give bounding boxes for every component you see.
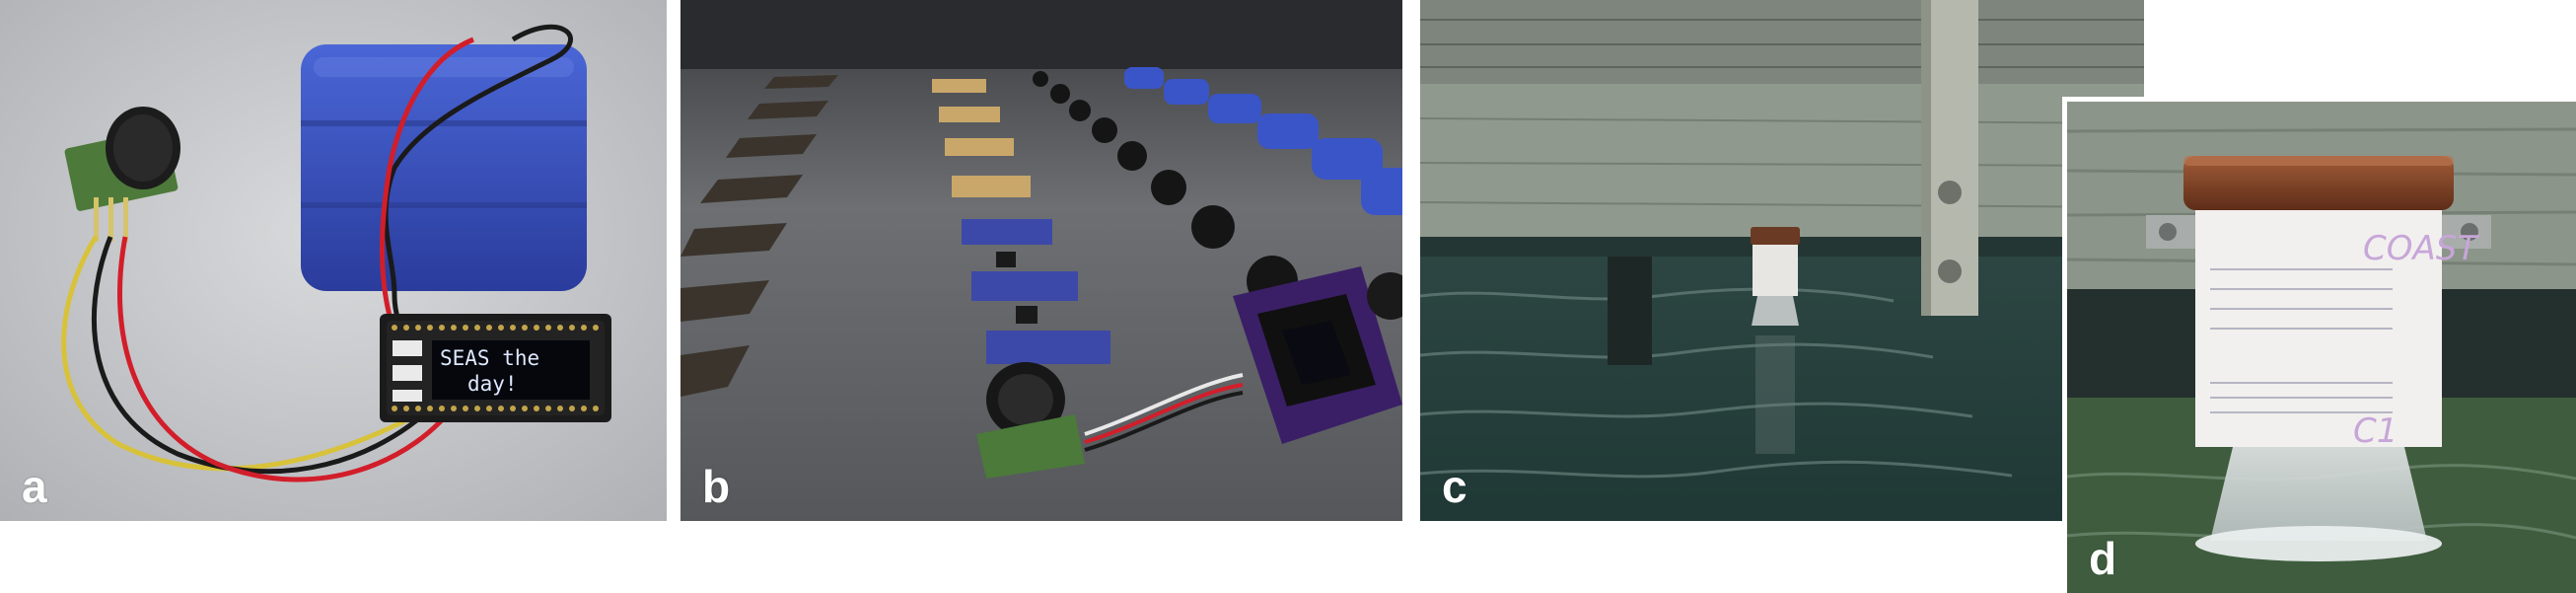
panel-b-assembly-rows-photo: b (680, 0, 1402, 521)
panel-a-sensor-prototype-photo: SEAS the day! a (0, 0, 667, 521)
board-row-middle (932, 79, 1110, 364)
panel-label-b: b (702, 461, 731, 512)
board-row-left (680, 75, 838, 397)
photo-d: COAST C1 (2067, 102, 2576, 593)
foreground-board (1233, 266, 1402, 444)
photo-a: SEAS the day! (0, 0, 667, 521)
panel-label-d: d (2089, 533, 2117, 584)
panel-c-dock-deployment-photo: c (1420, 0, 2144, 521)
jar-handwriting-line-1: COAST (2363, 229, 2479, 268)
oled-screen (432, 340, 590, 400)
foreground-ultrasonic-sensor (976, 362, 1244, 479)
microcontroller-board: SEAS the day! (380, 314, 611, 422)
oled-text-line-1: SEAS the (440, 346, 539, 370)
oled-text-line-2: day! (467, 372, 518, 396)
battery-row (1124, 67, 1402, 215)
sensor-jar-closeup: COAST C1 (2183, 156, 2479, 561)
battery-pack (301, 44, 587, 291)
jar-handwriting-line-2: C1 (2353, 411, 2397, 451)
ultrasonic-sensor (64, 107, 180, 242)
photo-b (680, 0, 1402, 521)
photo-c (1420, 0, 2144, 521)
panel-label-c: c (1442, 461, 1467, 512)
panel-label-a: a (22, 461, 47, 512)
panel-d-sensor-jar-closeup-photo: COAST C1 d (2062, 97, 2576, 593)
sensor-jar-on-dock (1751, 227, 1800, 326)
